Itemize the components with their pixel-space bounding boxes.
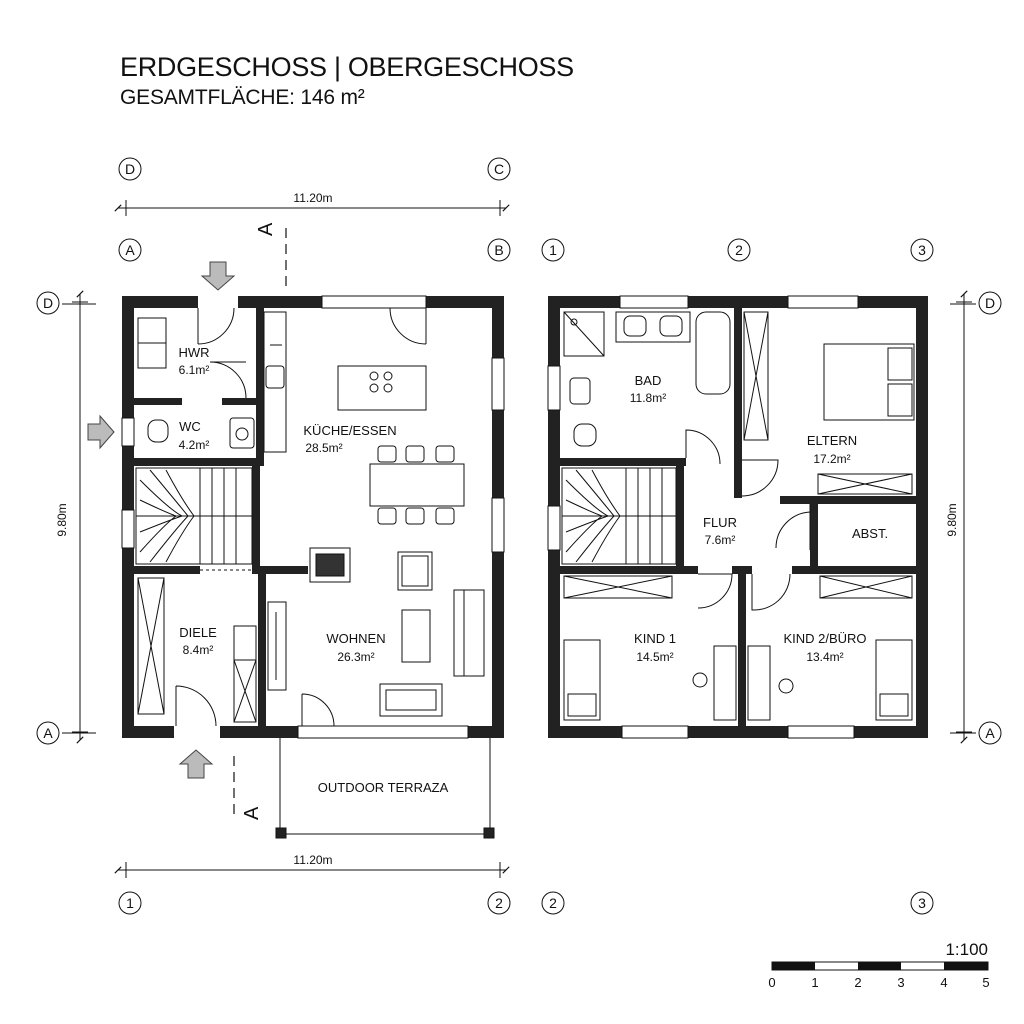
dimension-bottom-width: 11.20m — [293, 853, 332, 867]
room-bad-area: 11.8m² — [630, 391, 666, 405]
ground-floor-fixtures — [137, 311, 485, 723]
ground-floor-interior-walls — [134, 308, 308, 726]
room-wc-area: 4.2m² — [179, 438, 210, 452]
grid-label-d-left: D — [43, 295, 53, 311]
upper-floor-windows — [547, 295, 859, 739]
grid-axis-bubbles — [36, 157, 1002, 915]
ground-floor-outer-walls — [122, 296, 504, 738]
grid-label-a-right: A — [985, 725, 995, 741]
upper-floor-outer-walls — [548, 296, 928, 738]
room-kind2-name: KIND 2/BÜRO — [783, 631, 866, 646]
dimension-top-width: 11.20m — [293, 191, 332, 205]
room-kind1-name: KIND 1 — [634, 631, 676, 646]
section-marker-bottom-label: A — [241, 806, 263, 820]
room-kueche-name: KÜCHE/ESSEN — [303, 423, 396, 438]
dimension-lines — [62, 200, 976, 878]
scale-tick: 1 — [811, 975, 818, 990]
scale-tick: 0 — [768, 975, 775, 990]
grid-label-a-top: A — [125, 242, 135, 258]
plan-title: ERDGESCHOSS | OBERGESCHOSS — [120, 52, 574, 82]
scale-bar: 1:100 — [771, 940, 989, 971]
room-diele-name: DIELE — [179, 625, 217, 640]
room-flur-area: 7.6m² — [705, 533, 736, 547]
grid-label-b-top: B — [494, 242, 503, 258]
room-kind2-area: 13.4m² — [806, 650, 843, 664]
entrance-arrow-bottom-icon — [178, 749, 214, 779]
room-flur-name: FLUR — [703, 515, 737, 530]
ground-floor: OUTDOOR TERRAZA HWR 6.1m² WC 4.2m² KÜCHE… — [87, 222, 505, 839]
room-eltern-name: ELTERN — [807, 433, 857, 448]
upper-floor-staircase — [561, 467, 677, 565]
grid-axis-labels: D C A B 1 2 3 D D A A 1 2 2 3 — [43, 161, 995, 911]
upper-floor-doors — [685, 429, 811, 611]
scale-label: 1:100 — [945, 940, 988, 959]
grid-label-a-left: A — [43, 725, 53, 741]
grid-label-d-top: D — [125, 161, 135, 177]
scale-tick: 3 — [897, 975, 904, 990]
grid-label-d-right: D — [985, 295, 995, 311]
room-kueche-area: 28.5m² — [305, 441, 342, 455]
room-bad-name: BAD — [635, 373, 662, 388]
room-eltern-area: 17.2m² — [813, 452, 850, 466]
scale-tick: 2 — [854, 975, 861, 990]
terrace-label: OUTDOOR TERRAZA — [318, 780, 449, 795]
room-wohnen-name: WOHNEN — [326, 631, 385, 646]
entrance-arrow-top-icon — [200, 261, 236, 291]
dimension-left-height: 9.80m — [55, 503, 69, 536]
ground-floor-staircase — [135, 467, 253, 565]
room-hwr-area: 6.1m² — [179, 363, 210, 377]
room-kind1-area: 14.5m² — [636, 650, 673, 664]
grid-label-1-top: 1 — [549, 242, 557, 258]
grid-label-c-top: C — [494, 161, 504, 177]
plan-subtitle: GESAMTFLÄCHE: 146 m² — [120, 86, 365, 109]
grid-label-2-bottom-left: 2 — [495, 895, 503, 911]
ground-floor-windows — [121, 295, 505, 739]
grid-label-2-top: 2 — [735, 242, 743, 258]
scale-tick: 4 — [940, 975, 947, 990]
grid-label-3-top: 3 — [918, 242, 926, 258]
dimension-right-height: 9.80m — [945, 503, 959, 536]
section-marker-top: A — [255, 222, 287, 290]
grid-label-3-bottom: 3 — [918, 895, 926, 911]
room-wc-name: WC — [179, 419, 201, 434]
upper-floor-interior-walls — [560, 308, 916, 726]
grid-label-2-bottom-right: 2 — [549, 895, 557, 911]
upper-floor-fixtures — [563, 311, 915, 721]
room-hwr-name: HWR — [178, 345, 209, 360]
room-diele-area: 8.4m² — [183, 643, 214, 657]
room-wohnen-area: 26.3m² — [337, 650, 374, 664]
ground-floor-doors — [175, 307, 427, 727]
grid-label-1-bottom: 1 — [126, 895, 134, 911]
room-abst-name: ABST. — [852, 526, 888, 541]
section-marker-bottom: A — [233, 756, 263, 820]
outdoor-terrace — [275, 738, 495, 839]
entrance-arrow-left-icon — [87, 414, 115, 450]
section-marker-top-label: A — [255, 222, 277, 236]
scale-tick: 5 — [982, 975, 989, 990]
upper-floor: BAD 11.8m² ELTERN 17.2m² FLUR 7.6m² ABST… — [547, 295, 928, 739]
scale-ticks: 0 1 2 3 4 5 — [768, 975, 989, 990]
